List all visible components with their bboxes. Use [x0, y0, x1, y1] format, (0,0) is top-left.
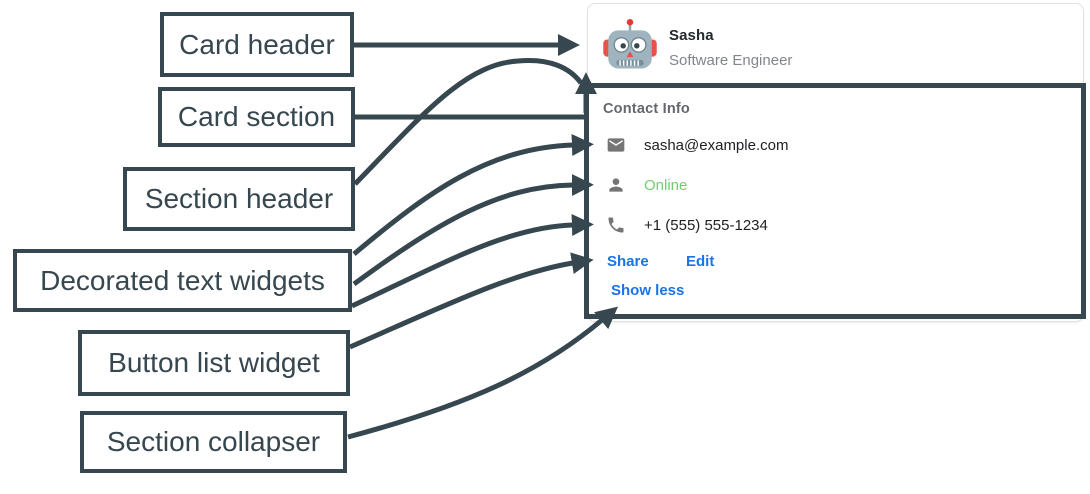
decorated-text-row-status: Online: [589, 171, 1081, 199]
label-card-section: Card section: [158, 87, 355, 147]
label-section-header: Section header: [123, 167, 355, 231]
decorated-text-row-phone: +1 (555) 555-1234: [589, 211, 1081, 239]
phone-icon: [606, 215, 626, 235]
robot-avatar-icon: [601, 15, 659, 73]
label-button-list-widget: Button list widget: [78, 330, 350, 396]
section-header: Contact Info: [603, 101, 690, 117]
section-collapser: Show less: [589, 277, 1081, 305]
phone-text: +1 (555) 555-1234: [644, 216, 768, 234]
card-header-name: Sasha: [669, 27, 714, 44]
email-text: sasha@example.com: [644, 136, 789, 154]
card-header: Sasha Software Engineer: [588, 4, 1083, 84]
arrow-decorated-status: [352, 174, 594, 287]
arrow-section-header: [353, 57, 584, 186]
show-less-button[interactable]: Show less: [611, 282, 685, 299]
share-button[interactable]: Share: [607, 253, 649, 270]
card-section: Contact Info sasha@example.com Online: [584, 83, 1086, 319]
person-icon: [606, 175, 626, 195]
arrow-decorated-phone: [350, 214, 594, 309]
label-section-collapser: Section collapser: [80, 411, 347, 473]
mail-icon: [606, 135, 626, 155]
card-header-subtitle: Software Engineer: [669, 52, 793, 69]
label-card-header: Card header: [160, 12, 354, 77]
edit-button[interactable]: Edit: [686, 253, 715, 270]
arrow-collapser: [347, 306, 619, 440]
button-list: Share Edit: [589, 248, 1081, 276]
label-decorated-text-widgets: Decorated text widgets: [13, 249, 352, 312]
decorated-text-row-email: sasha@example.com: [589, 131, 1081, 159]
status-text: Online: [644, 176, 688, 194]
arrow-decorated-email: [352, 134, 594, 256]
arrow-button-list: [349, 252, 594, 350]
